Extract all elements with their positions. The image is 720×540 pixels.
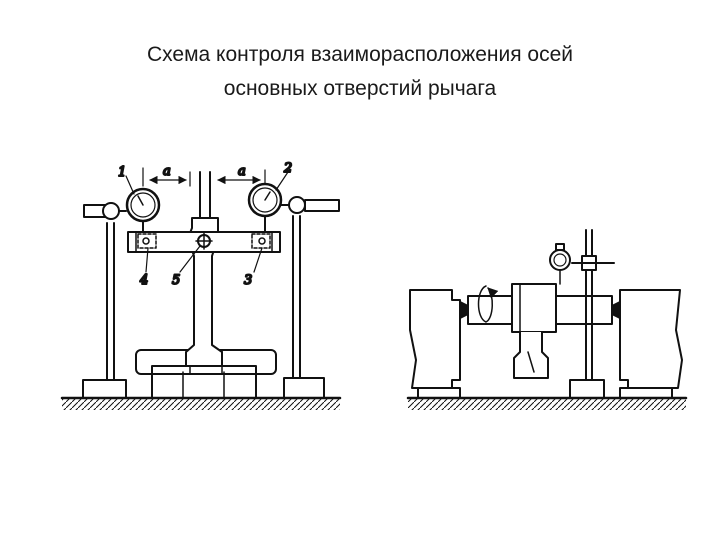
dial-indicator-right	[247, 182, 283, 233]
left-base-left	[82, 379, 127, 399]
indicator-stand	[569, 229, 615, 399]
dial-indicator-left	[125, 187, 161, 233]
left-base-right	[283, 377, 325, 399]
left-column-right	[292, 215, 301, 379]
dimension-a-right	[217, 169, 266, 185]
left-center-base	[151, 365, 257, 399]
rotation-arrow	[477, 285, 499, 323]
callout-2: 2	[283, 161, 292, 176]
left-column-left	[106, 222, 115, 381]
callout-3: 3	[244, 273, 252, 288]
title-line-1: Схема контроля взаиморасположения осей	[146, 43, 574, 66]
lever-body	[185, 171, 223, 367]
left-clamp	[83, 202, 127, 220]
dial-indicator-top	[549, 243, 571, 285]
left-ground	[60, 396, 342, 410]
title-line-2: основных отверстий рычага	[223, 77, 497, 100]
lever-part	[513, 331, 549, 379]
label-dim-a-left: a	[163, 164, 171, 179]
label-dim-a-right: a	[238, 164, 246, 179]
slide-title: Схема контроля взаиморасположения осей о…	[0, 38, 720, 106]
right-tailstock	[611, 289, 683, 399]
callout-5: 5	[172, 273, 180, 288]
dimension-a-left	[142, 167, 191, 187]
left-fixture-view: a a 1 2 3 4 5	[60, 160, 342, 410]
right-clamp	[279, 196, 340, 214]
right-fixture-view	[406, 229, 688, 410]
callout-1: 1	[118, 165, 126, 180]
left-headstock	[409, 289, 469, 399]
central-bore	[195, 232, 213, 250]
callout-4: 4	[139, 273, 148, 288]
right-ground	[406, 396, 688, 410]
callout-leaders	[125, 171, 289, 273]
